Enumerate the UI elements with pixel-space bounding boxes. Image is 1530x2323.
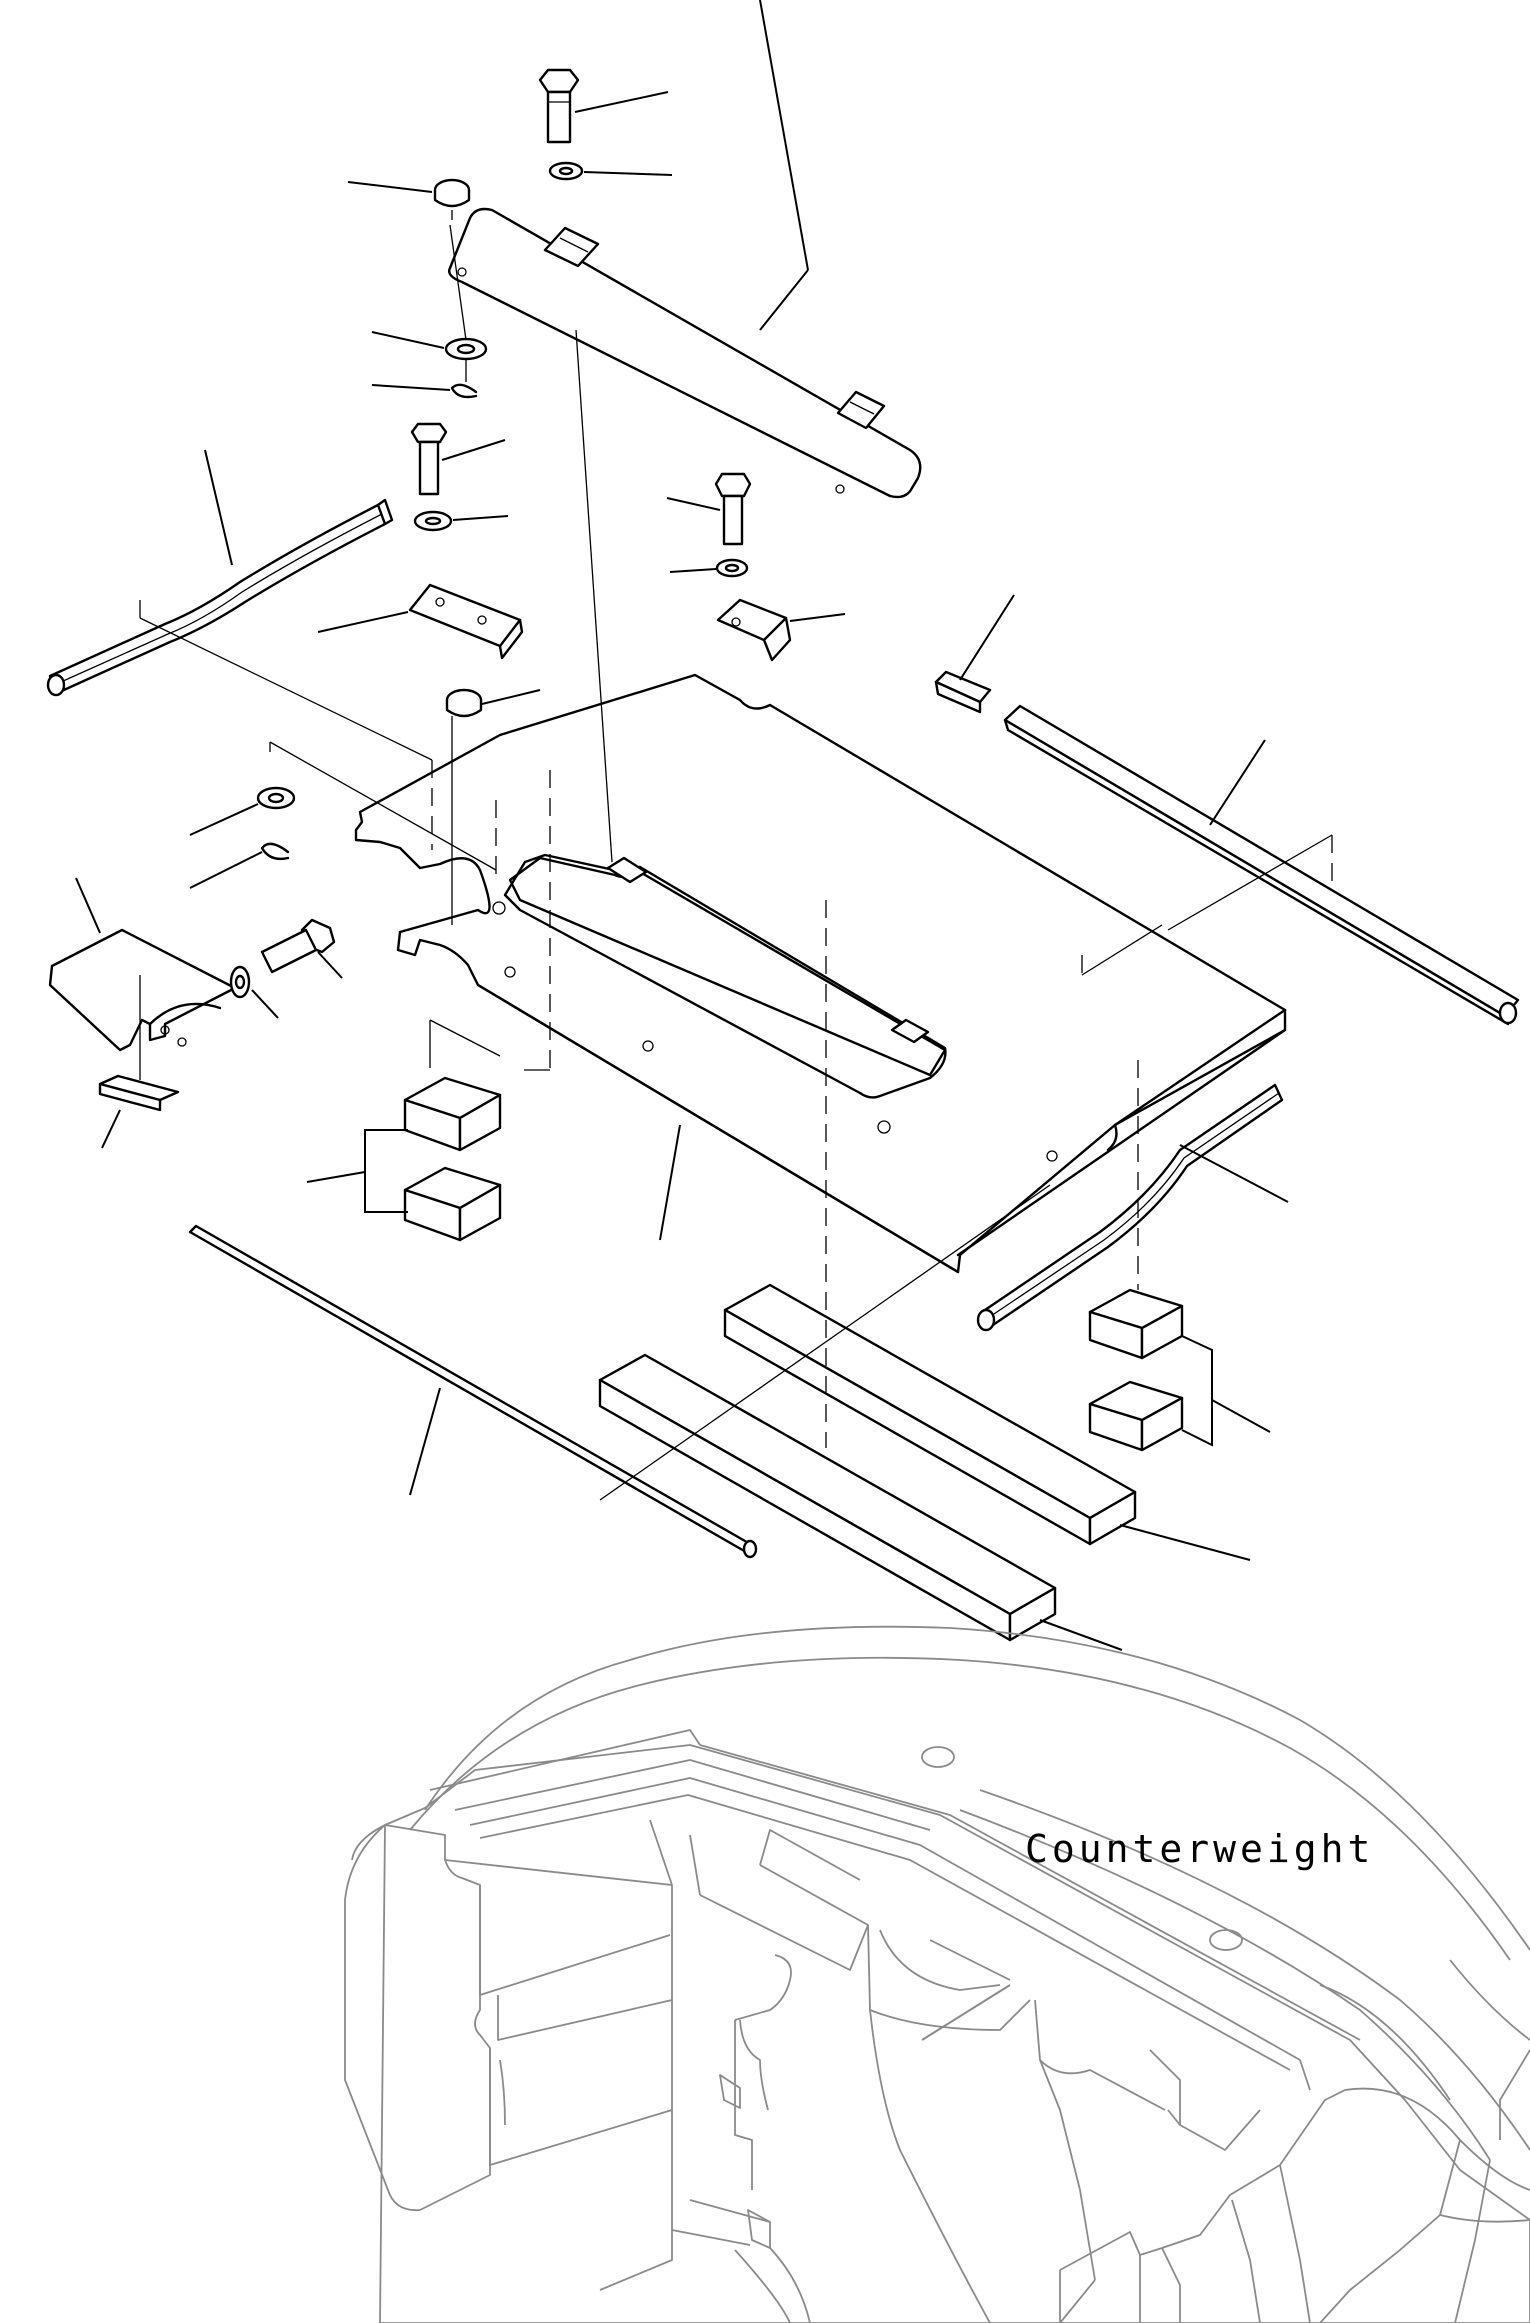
rubber-pad [98,1074,180,1112]
washer [444,337,488,361]
leader-line [1179,1144,1289,1203]
hinge [543,226,600,268]
bracket [408,583,524,660]
leader-line [1119,1524,1251,1561]
leader-line [1209,739,1266,826]
rubber-block [1088,1380,1184,1452]
leader-line [189,803,259,836]
top-bolt [538,68,580,144]
leader-line [347,181,433,193]
e-clip [260,842,290,861]
leader-line [75,877,101,934]
leader-line [409,1387,441,1496]
rubber-block [403,1076,502,1152]
leader-bracket [364,1129,408,1213]
knob [445,688,483,718]
corner-bracket [48,928,237,1052]
e-clip [450,383,478,399]
leader-line [583,171,673,176]
leader-line [666,497,721,511]
leader-line [441,439,506,461]
leader-line [759,0,809,271]
leader-line [669,568,717,573]
leader-line [1039,1619,1123,1651]
access-cover-plate [448,207,922,499]
leader-line [317,951,343,979]
seal-end-cap [934,670,992,714]
leader-line [789,613,846,622]
leader-line [921,1984,1011,2041]
seal-strip [1003,704,1520,1026]
knob [433,178,471,220]
leader-line [371,384,451,391]
leader-line [574,91,669,113]
seal-strip [46,498,394,697]
leader-line [371,331,445,349]
leader-line [452,515,509,521]
rod [188,1224,758,1559]
washer [256,786,296,810]
leader-line [204,449,233,566]
leader-line [481,689,541,705]
leader-line [659,1124,681,1241]
leader-line [101,1109,121,1149]
washer [229,965,251,999]
assembly-guide-lines [139,224,1333,1501]
leader-line [759,269,809,331]
seal-strip [976,1083,1284,1332]
foam-strip [723,1283,1137,1546]
counterweight-body [344,1625,1530,2323]
leader-line [317,611,409,633]
bolt [260,918,336,974]
counterweight-label: Counterweight [1025,1827,1374,1871]
bracket [716,598,792,662]
main-cover-plate [354,673,1287,1274]
washer [715,558,749,578]
rubber-block [1088,1288,1184,1360]
rubber-block [403,1166,502,1242]
leader-line [189,851,263,889]
leader-line [959,594,1015,681]
leader-line [306,1171,366,1183]
washer [413,510,453,532]
leader-line [1211,1399,1271,1433]
leader-bracket [1181,1335,1213,1447]
hinge [836,390,886,430]
bolt [410,422,448,496]
washer [548,161,584,181]
bolt [714,472,752,546]
leader-line [251,989,279,1019]
